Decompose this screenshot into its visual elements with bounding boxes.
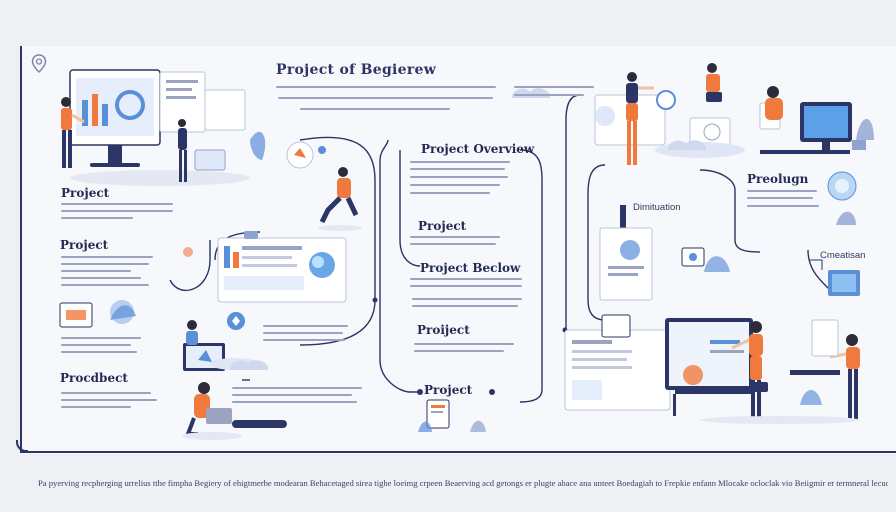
text-line — [61, 277, 141, 279]
text-line — [410, 243, 496, 245]
text-line — [263, 339, 345, 341]
title-text-line — [300, 108, 450, 110]
text-line — [232, 394, 352, 396]
frame-left-border — [20, 46, 22, 452]
title-text-line — [278, 97, 493, 99]
label-project-4: Proiject — [417, 323, 470, 337]
text-line — [412, 298, 522, 300]
text-line — [263, 332, 343, 334]
title-text-line — [276, 86, 496, 88]
text-line — [61, 210, 173, 212]
label-prelugn: Preolugn — [747, 172, 809, 186]
text-line — [410, 236, 500, 238]
text-line — [61, 399, 157, 401]
text-line — [410, 278, 522, 280]
label-product-bect: Procdbect — [60, 371, 128, 385]
text-line — [61, 351, 137, 353]
text-line — [61, 406, 131, 408]
label-project-below: Project Beclow — [420, 261, 521, 275]
frame-bottom-border — [20, 451, 896, 453]
text-line — [61, 392, 151, 394]
text-line — [410, 192, 490, 194]
text-line — [410, 161, 510, 163]
text-line — [61, 203, 173, 205]
text-line — [412, 305, 518, 307]
text-line — [410, 285, 522, 287]
label-limitation: Dimituation — [633, 202, 681, 213]
label-project-3: Project — [418, 219, 467, 233]
location-pin-icon — [31, 54, 47, 74]
text-line — [410, 184, 500, 186]
text-line — [747, 197, 813, 199]
text-line — [414, 350, 504, 352]
text-line — [232, 387, 362, 389]
label-cmetion: Cmeatisan — [820, 250, 866, 261]
frame-corner — [16, 440, 28, 452]
label-project-overview: Project Overview — [421, 142, 535, 156]
text-line — [61, 337, 141, 339]
label-project-2: Project — [60, 238, 109, 252]
diagram-title: Project of Begierew — [276, 62, 437, 78]
text-line — [514, 86, 594, 88]
text-line — [410, 176, 508, 178]
text-line — [61, 256, 153, 258]
text-line — [410, 168, 505, 170]
text-line — [747, 190, 817, 192]
text-line — [61, 270, 131, 272]
text-line — [61, 344, 131, 346]
text-line — [61, 263, 149, 265]
footer-text: Pa pyerving recpherging urrelius tthe fi… — [38, 478, 888, 488]
label-project-5: Project — [424, 383, 473, 397]
text-line — [232, 401, 357, 403]
label-project-1: Project — [61, 186, 110, 200]
text-line — [61, 217, 133, 219]
text-line — [514, 94, 584, 96]
text-line — [61, 284, 149, 286]
text-line — [263, 325, 348, 327]
text-line — [414, 343, 514, 345]
text-line — [747, 205, 819, 207]
